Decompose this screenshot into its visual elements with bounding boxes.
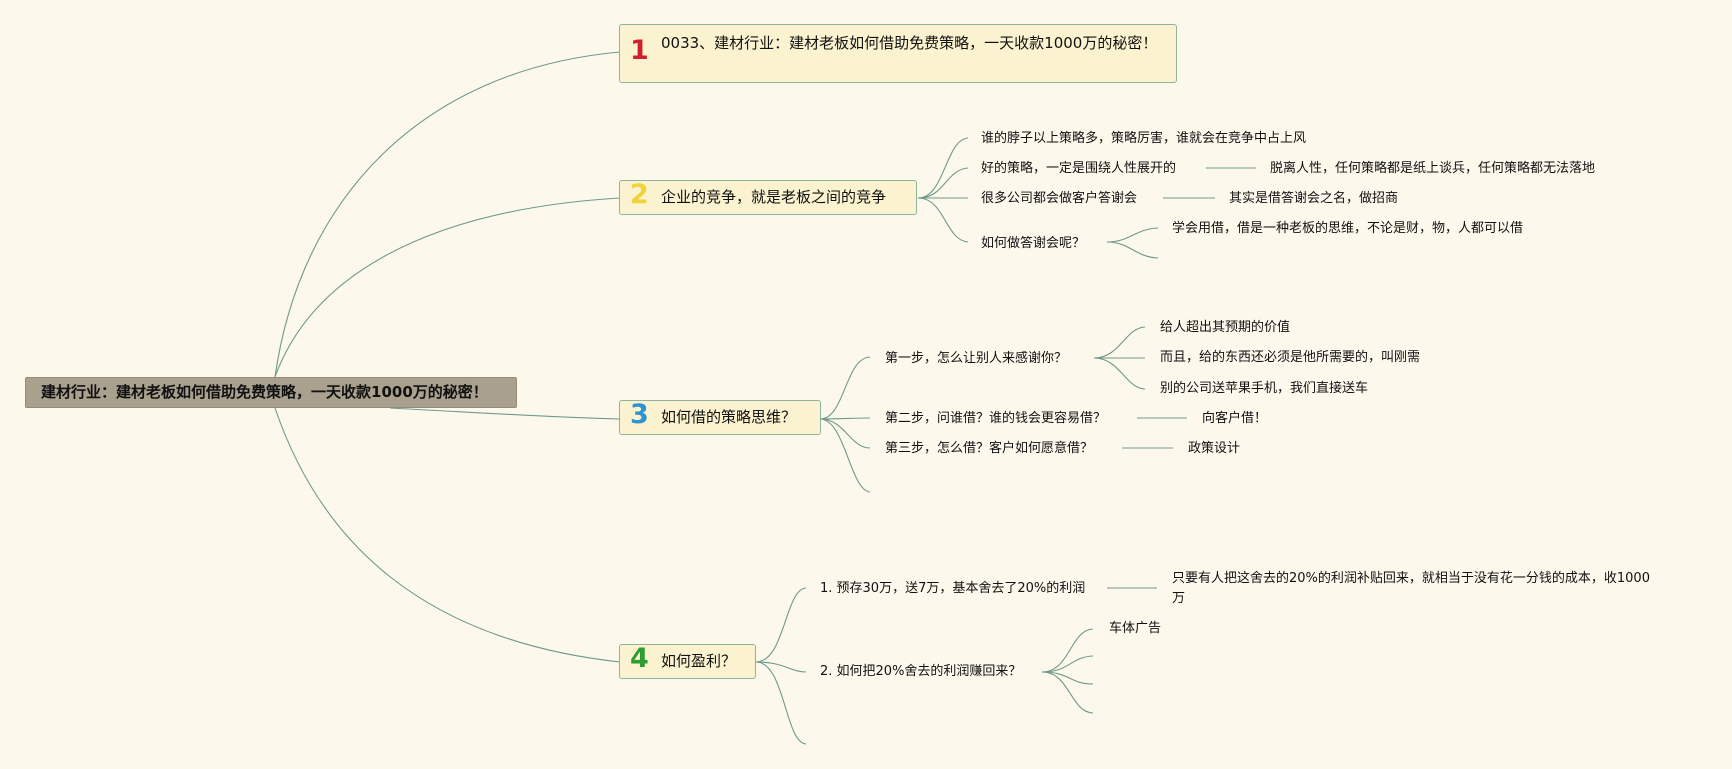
leaf-t2-c3[interactable]: 很多公司都会做客户答谢会 [981,191,1138,206]
topic-1-label: 0033、建材行业：建材老板如何借助免费策略，一天收款1000万的秘密！ [661,34,1158,52]
leaf-t3-s1[interactable]: 第一步，怎么让别人来感谢你？ [885,351,1068,366]
leaf-t4-p2a[interactable]: 车体广告 [1109,621,1162,636]
topic-3-label: 如何借的策略思维？ [661,408,797,426]
connector-root-topic4 [274,407,621,663]
leaf-t2-c3a[interactable]: 其实是借答谢会之名，做招商 [1229,191,1399,206]
leaf-t3-s1c[interactable]: 别的公司送苹果手机，我们直接送车 [1160,381,1369,396]
leaf-t3-s1b[interactable]: 而且，给的东西还必须是他所需要的，叫刚需 [1160,350,1421,365]
topic-4[interactable]: 4 如何盈利？ [619,643,756,679]
leaf-t2-c2a[interactable]: 脱离人性，任何策略都是纸上谈兵，任何策略都无法落地 [1270,161,1596,176]
connector-t4-p2a [1041,628,1094,673]
connector-t4-p2 [755,661,807,673]
leaf-t4-p1a[interactable]: 只要有人把这舍去的20%的利润补贴回来，就相当于没有花一分钱的成本，收1000万 [1172,571,1650,606]
leaf-t4-p1[interactable]: 1. 预存30万，送7万，基本舍去了20%的利润 [820,581,1086,596]
connector-t3-s1a [1093,326,1146,359]
connector-t2-c4a [1106,227,1159,243]
leaf-t3-s2a[interactable]: 向客户借！ [1202,411,1268,426]
connector-t3-s1c [1093,357,1146,390]
topic-2[interactable]: 2 企业的竞争，就是老板之间的竞争 [619,179,917,215]
number-2-icon: 2 [630,179,649,210]
leaf-t2-c4a[interactable]: 学会用借，借是一种老板的思维，不论是财，物，人都可以借 [1172,221,1524,236]
connector-root-topic2 [274,197,621,378]
topic-2-label: 企业的竞争，就是老板之间的竞争 [661,188,887,206]
leaf-t2-c1[interactable]: 谁的脖子以上策略多，策略厉害，谁就会在竞争中占上风 [981,131,1307,146]
connector-t4-p2c [1041,671,1094,685]
number-3-icon: 3 [630,399,649,430]
connector-t4-p2d [1041,671,1094,714]
connector-t2-c1 [917,137,969,199]
connector-t3-s4 [819,418,871,493]
connector-t4-p1 [755,587,807,663]
connector-t3-s2 [819,417,871,420]
leaf-t2-c2[interactable]: 好的策略，一定是围绕人性展开的 [981,161,1177,176]
connector-t2-c2 [917,167,969,199]
root-topic[interactable]: 建材行业：建材老板如何借助免费策略，一天收款1000万的秘密！ [25,377,517,408]
connector-t2-c4 [917,197,969,243]
connector-t3-s1 [819,356,871,420]
leaf-t2-c4[interactable]: 如何做答谢会呢？ [981,236,1086,251]
connector-t2-c4b [1106,241,1159,259]
leaf-t3-s3[interactable]: 第三步，怎么借？客户如何愿意借？ [885,441,1094,456]
connector-root-topic1 [274,51,621,378]
connector-t4-p2b [1041,655,1094,673]
topic-1[interactable]: 1 0033、建材行业：建材老板如何借助免费策略，一天收款1000万的秘密！ [619,24,1177,83]
topic-3[interactable]: 3 如何借的策略思维？ [619,399,821,435]
connector-t3-s3 [819,418,871,449]
connector-t4-p3 [755,661,807,745]
leaf-t3-s2[interactable]: 第二步，问谁借？谁的钱会更容易借？ [885,411,1107,426]
connector-root-topic3 [389,407,621,420]
number-4-icon: 4 [630,643,649,674]
leaf-t3-s1a[interactable]: 给人超出其预期的价值 [1160,320,1291,335]
leaf-t3-s3a[interactable]: 政策设计 [1188,441,1241,456]
leaf-t4-p2[interactable]: 2. 如何把20%舍去的利润赚回来？ [820,664,1022,679]
topic-4-label: 如何盈利？ [661,652,737,670]
number-1-icon: 1 [630,35,649,66]
